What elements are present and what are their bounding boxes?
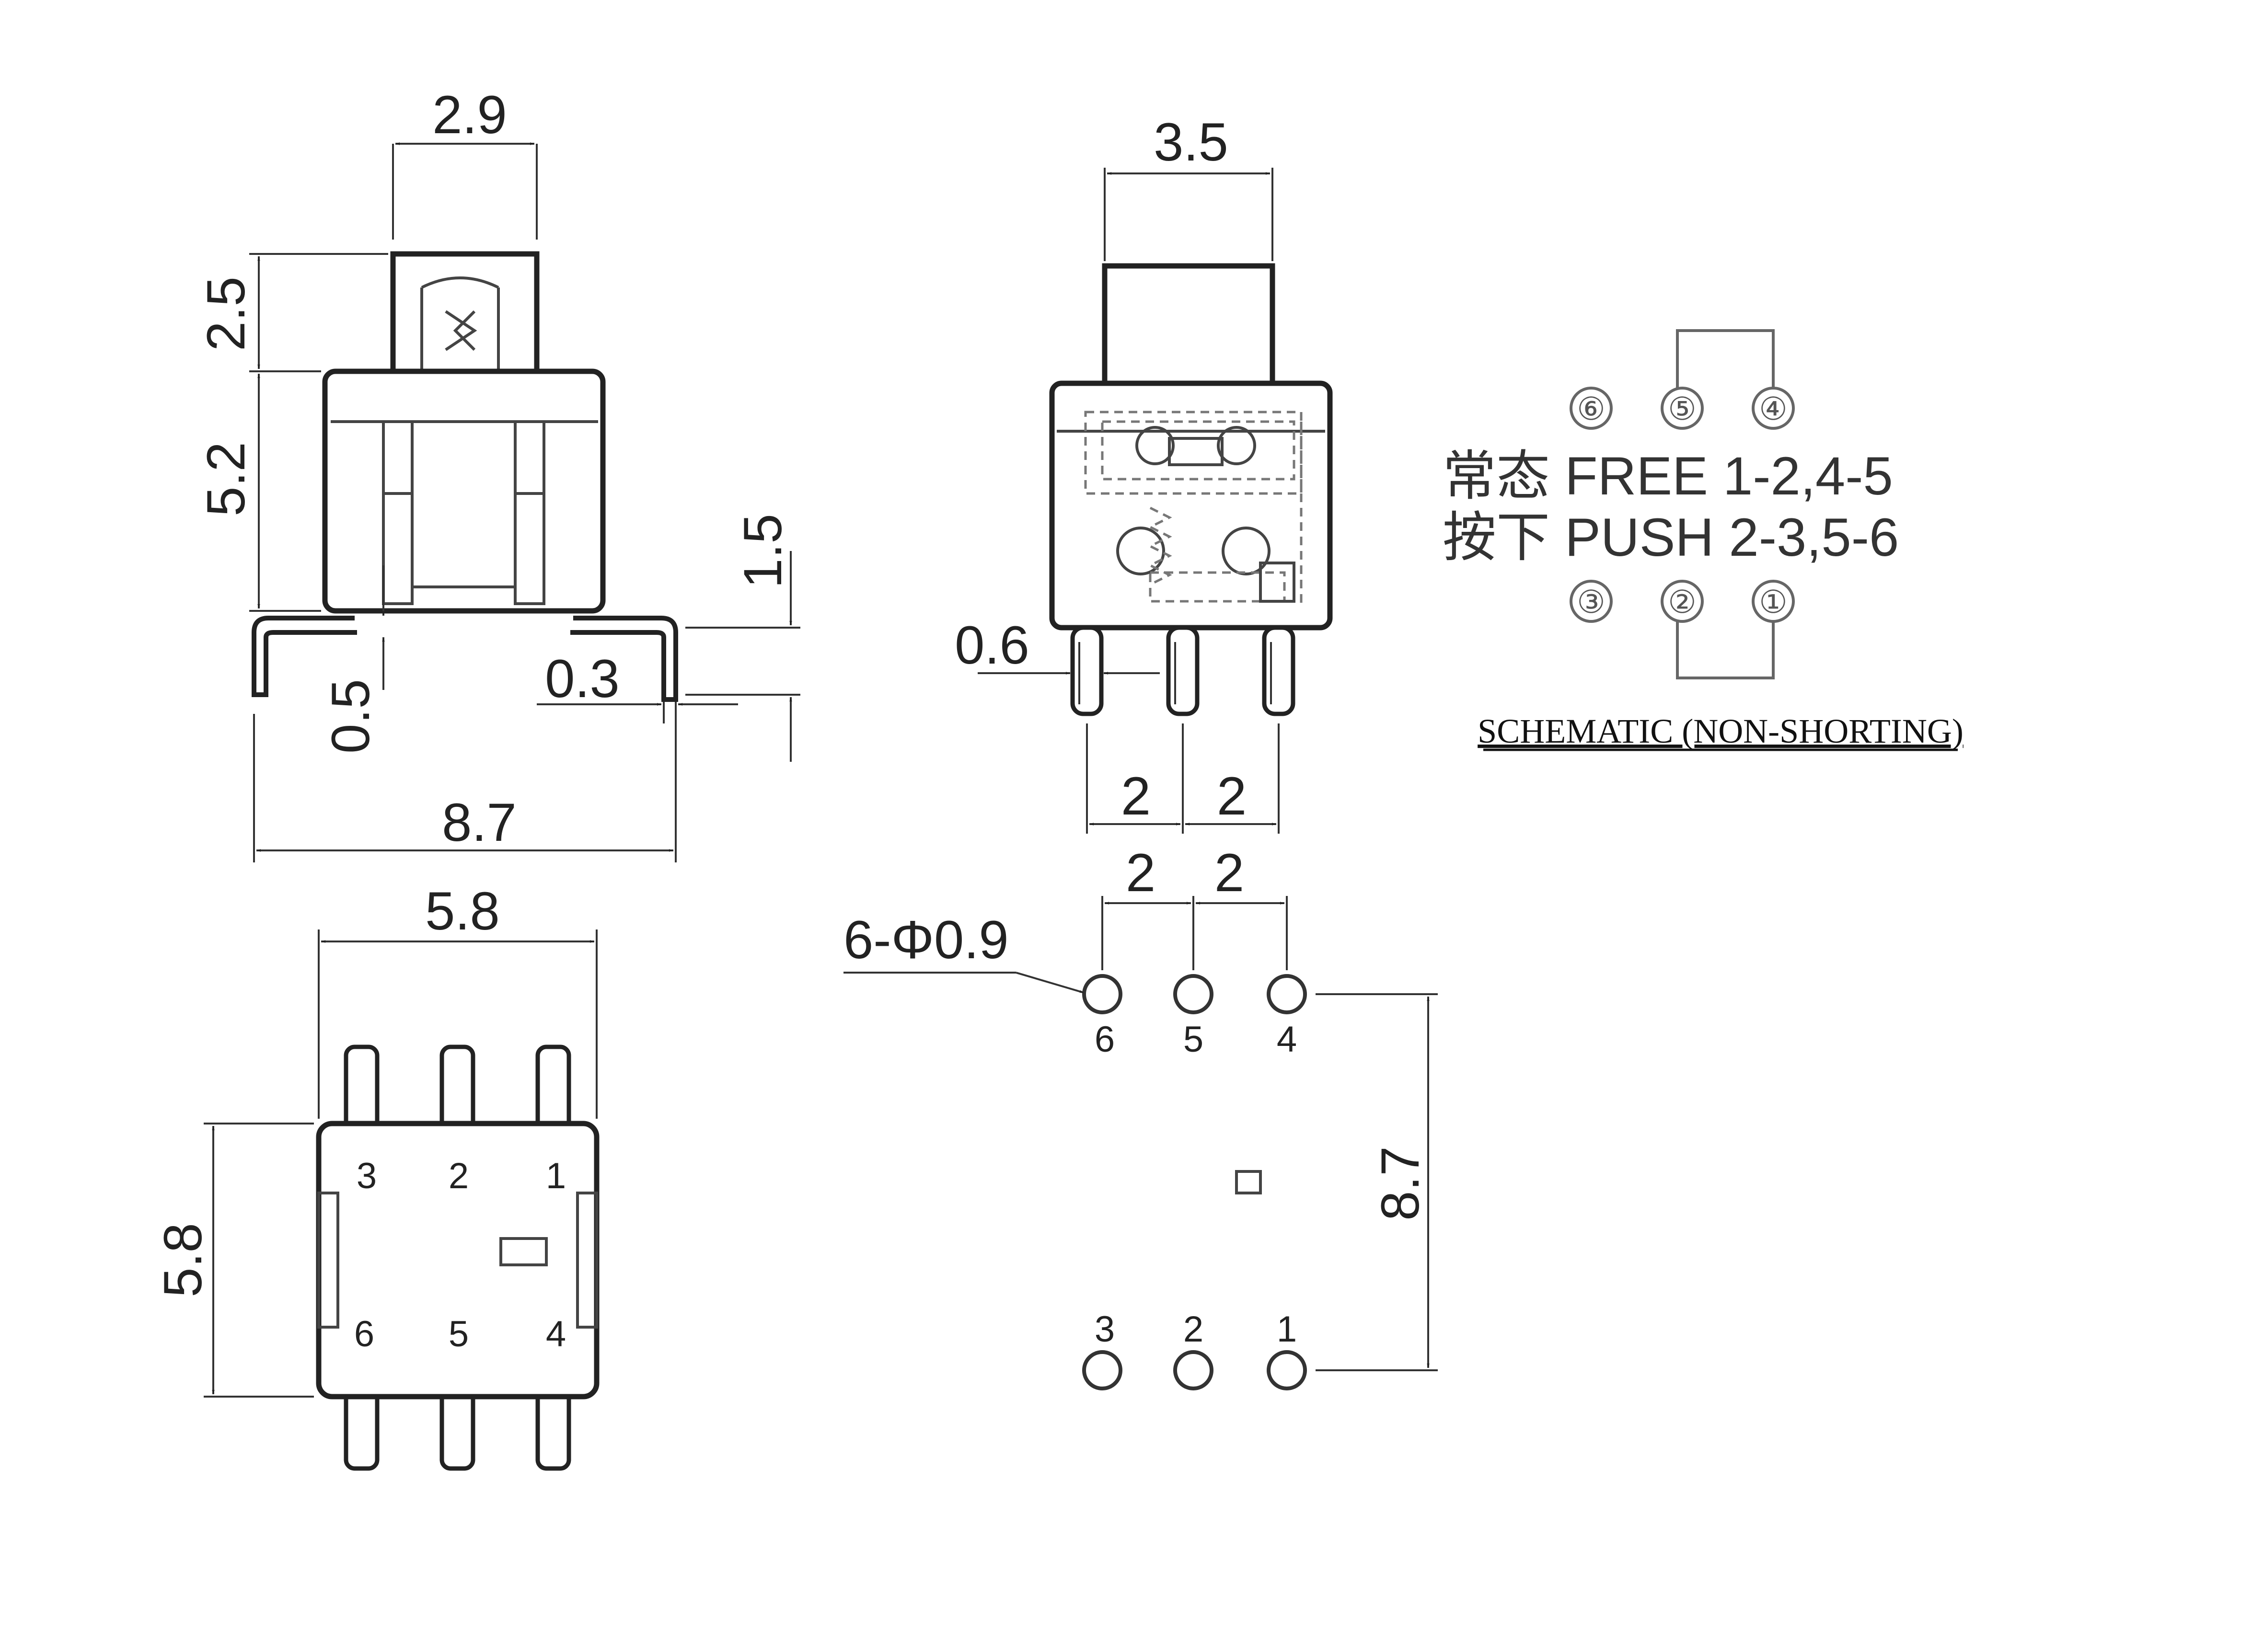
dim-side-lead-thickness: 0.3 [545,649,620,709]
schematic-pin-5 [1661,387,1704,430]
schematic-pin-label: ⑥ [1577,390,1605,427]
side-body-slot-left [382,420,414,605]
bottom-pin-label: 2 [449,1156,469,1196]
footprint-hole-4 [1267,974,1307,1014]
bottom-view: 3 2 1 6 5 4 5.8 5.8 [153,881,600,1471]
side-plunger [390,251,540,377]
front-body [1049,380,1333,631]
schematic-pin-label: ② [1668,584,1696,620]
side-body [322,368,606,614]
footprint-pin-label: 3 [1095,1309,1115,1350]
dim-side-body-height: 5.2 [196,442,256,516]
dim-footprint-pitch-right: 2 [1214,843,1244,903]
schematic-pin-label: ⑤ [1668,390,1696,427]
schematic-pin-label: ③ [1577,584,1605,620]
footprint-pin-label: 5 [1183,1019,1203,1060]
schematic: ⑥ ⑤ ④ 常态 FREE 1-2,4-5 按下 PUSH 2-3,5-6 ③ … [1443,329,1964,751]
dim-front-pitch-right: 2 [1217,766,1247,826]
schematic-push-state: 按下 PUSH 2-3,5-6 [1443,507,1899,567]
dim-bottom-width: 5.8 [425,881,500,941]
dim-side-overall-width: 8.7 [442,792,517,852]
schematic-free-state: 常态 FREE 1-2,4-5 [1443,446,1893,506]
side-lead-left [252,616,357,697]
side-view: 2.9 2.5 5.2 1.5 0.5 0.3 8.7 [196,85,800,862]
dim-side-lead-height: 1.5 [733,514,793,588]
dim-side-plunger-width: 2.9 [432,85,507,145]
dim-front-pitch-left: 2 [1121,766,1151,826]
bottom-pin-label: 1 [546,1156,566,1196]
bottom-pin-label: 4 [546,1314,566,1354]
schematic-pin-label: ④ [1759,390,1787,427]
footprint-pin-label: 1 [1277,1309,1297,1350]
side-plunger-detail [420,276,500,369]
dim-bottom-height: 5.8 [153,1223,213,1297]
schematic-pin-2 [1661,580,1704,623]
front-pin-right [1262,625,1295,716]
footprint-hole-2 [1173,1350,1213,1390]
dim-front-plunger-width: 3.5 [1154,112,1228,172]
footprint-hole-1 [1267,1350,1307,1390]
bottom-marker [499,1237,548,1266]
dim-side-plunger-height: 2.5 [196,276,256,351]
footprint-pin-label: 4 [1277,1019,1297,1060]
schematic-caption: SCHEMATIC (NON-SHORTING) [1478,712,1964,750]
front-contact-right [1222,527,1271,575]
footprint-hole-5 [1173,974,1213,1014]
front-view: 3.5 0.6 2 2 [955,112,1333,834]
dim-side-lead-offset: 0.5 [321,679,381,754]
footprint-hole-3 [1082,1350,1122,1390]
dim-front-pin-width: 0.6 [955,615,1029,675]
side-plunger-notch [445,310,477,351]
schematic-pin-6 [1570,387,1613,430]
dim-footprint-row-spacing: 8.7 [1370,1146,1430,1221]
side-body-slot-right [514,420,545,605]
dim-footprint-pitch-left: 2 [1126,843,1155,903]
bottom-pin-label: 6 [354,1314,374,1354]
footprint-view: 6 5 4 3 2 1 2 2 6-Φ0.9 8.7 [843,843,1438,1390]
front-hidden-actuator [1084,411,1303,495]
bottom-pin-label: 3 [357,1156,377,1196]
side-lead-right [570,616,678,702]
front-pin-center [1166,625,1200,716]
front-plunger [1102,263,1275,389]
footprint-pin-label: 6 [1095,1019,1115,1060]
front-contact-left [1116,527,1165,575]
front-pin-left [1070,625,1104,716]
footprint-pin-label: 2 [1183,1309,1203,1350]
schematic-pin-4 [1752,387,1795,430]
schematic-pin-3 [1570,580,1613,623]
footprint-hole-6 [1082,974,1122,1014]
footprint-marker [1235,1170,1262,1194]
bottom-pin-label: 5 [449,1314,469,1354]
footprint-hole-callout: 6-Φ0.9 [843,910,1009,970]
schematic-pin-label: ① [1759,584,1787,620]
